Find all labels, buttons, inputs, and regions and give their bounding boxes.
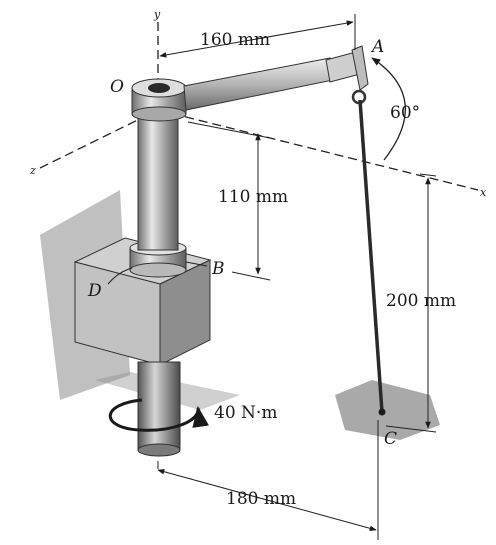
upper-column	[137, 107, 179, 251]
dim-200	[385, 173, 437, 433]
angle-label: 60°	[390, 103, 420, 123]
x-axis	[157, 109, 479, 191]
axis-label-x: x	[480, 186, 487, 199]
arm	[183, 45, 369, 111]
axis-label-y: y	[153, 8, 161, 21]
lower-shaft	[137, 361, 181, 457]
dim-110	[187, 121, 271, 281]
floor-shadow-C	[335, 380, 440, 440]
dim-label-arm: 160 mm	[200, 30, 270, 50]
axis-label-z: z	[29, 164, 36, 177]
dim-label-180: 180 mm	[226, 489, 296, 509]
dim-180	[157, 420, 379, 540]
top-hub	[131, 78, 187, 122]
torque-arrow	[108, 398, 209, 432]
point-label-O: O	[110, 77, 124, 97]
point-label-B: B	[211, 259, 225, 279]
rod-AC	[358, 99, 384, 413]
point-C-marker	[378, 408, 386, 416]
dim-label-200: 200 mm	[386, 291, 456, 311]
point-label-C: C	[384, 429, 397, 449]
point-label-D: D	[87, 281, 102, 301]
dim-label-110: 110 mm	[218, 187, 288, 207]
angle-arc	[371, 57, 406, 161]
leader-D	[107, 267, 133, 285]
leader-B	[185, 261, 208, 267]
torque-label: 40 N·m	[214, 403, 277, 423]
z-axis	[39, 109, 159, 169]
dim-160	[159, 14, 356, 58]
point-label-A: A	[370, 37, 384, 57]
